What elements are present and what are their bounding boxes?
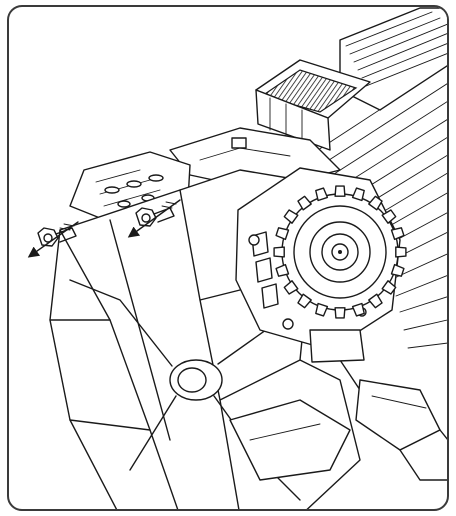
pulley-tooth [283,280,299,295]
pulley-tooth [368,195,383,211]
clamp-blocks [309,329,447,481]
pulley-tooth [275,227,290,241]
pulley-tooth [351,302,365,317]
pulley-tooth [334,185,346,197]
pulley-tooth [381,209,397,224]
toothed-pulley [273,185,407,319]
pulley-tooth [315,187,329,202]
fan-blades [69,279,351,501]
pulley-tooth [390,227,405,241]
pulley-tooth [297,195,312,211]
pulley-tooth [390,263,405,277]
pulley-tooth [315,302,329,317]
pulley-tooth [297,293,312,309]
pulley-tooth [351,187,365,202]
pulley-tooth [273,246,285,258]
pulley-tooth [395,246,407,258]
pulley-tooth [275,263,290,277]
figure-border [7,5,449,511]
pulley-tooth [368,293,383,309]
pulley-tooth [334,307,346,319]
pulley-tooth [381,280,397,295]
removal-arrows [27,199,181,258]
pulley-tooth [283,209,299,224]
